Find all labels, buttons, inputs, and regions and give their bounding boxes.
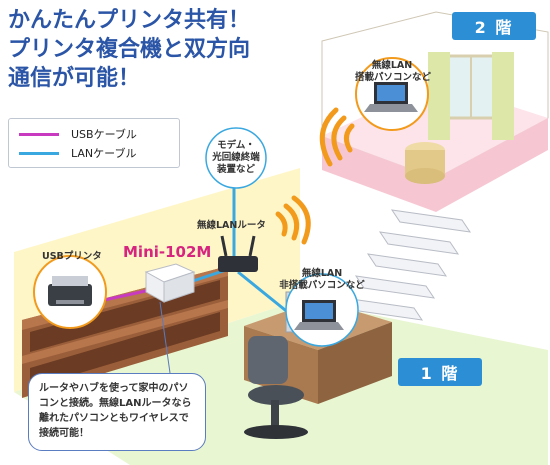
headline-line: プリンタ複合機と双方向 bbox=[8, 37, 251, 62]
floor-badge-lower: 1 階 bbox=[398, 358, 482, 386]
model-name: Mini-102M bbox=[123, 243, 212, 261]
router-label: 無線LANルータ bbox=[197, 220, 266, 231]
callout-line: 離れたパソコンともワイヤレスで bbox=[39, 413, 189, 424]
legend-label: USBケーブル bbox=[71, 128, 137, 141]
callout-line: ルータやハブを使って家中のパソ bbox=[39, 383, 189, 394]
floor-badge-upper: 2 階 bbox=[452, 12, 536, 40]
wired-pc-label: 無線LAN 非搭載パソコンなど bbox=[276, 268, 368, 292]
staircase bbox=[342, 209, 472, 321]
label-line: 無線LAN bbox=[371, 60, 413, 71]
label-line: 搭載パソコンなど bbox=[355, 72, 432, 83]
label-line: 装置など bbox=[216, 164, 255, 175]
curtain-left bbox=[428, 52, 450, 140]
callout-note: ルータやハブを使って家中のパソ コンと接続。無線LANルータなら 離れたパソコン… bbox=[28, 373, 206, 451]
wireless-pc-circle bbox=[355, 57, 429, 131]
legend-label: LANケーブル bbox=[71, 147, 137, 160]
modem-circle bbox=[205, 127, 267, 189]
callout-line: コンと接続。無線LANルータなら bbox=[39, 398, 192, 409]
legend-item-lan: LANケーブル bbox=[19, 144, 136, 162]
headline: かんたんプリンタ共有！ プリンタ複合機と双方向 通信が可能！ bbox=[8, 6, 250, 93]
label-line: モデム・ bbox=[217, 140, 255, 151]
modem-label: モデム・ 光回線終端 装置など bbox=[206, 140, 266, 176]
label-line: 非搭載パソコンなど bbox=[279, 280, 365, 291]
mini-102m-device bbox=[144, 263, 196, 303]
upper-floor-room bbox=[321, 11, 549, 212]
callout-line: 接続可能！ bbox=[39, 428, 89, 439]
curtain-right bbox=[492, 52, 514, 140]
label-line: 光回線終端 bbox=[212, 152, 260, 163]
wifi-waves bbox=[275, 107, 355, 245]
usb-printer-circle bbox=[33, 255, 107, 329]
label-line: 無線LAN bbox=[301, 268, 343, 279]
lan-cable-swatch bbox=[19, 151, 59, 155]
wireless-pc-label: 無線LAN 搭載パソコンなど bbox=[355, 60, 432, 84]
usb-cable-swatch bbox=[19, 132, 59, 136]
headline-line: かんたんプリンタ共有！ bbox=[8, 8, 251, 33]
headline-line: 通信が可能！ bbox=[8, 66, 141, 91]
wired-pc-circle bbox=[285, 273, 359, 347]
router bbox=[218, 235, 258, 272]
legend: USBケーブル LANケーブル bbox=[8, 118, 180, 168]
legend-item-usb: USBケーブル bbox=[19, 125, 137, 143]
office-chair bbox=[244, 336, 308, 439]
usb-printer-label: USBプリンタ bbox=[42, 251, 102, 262]
